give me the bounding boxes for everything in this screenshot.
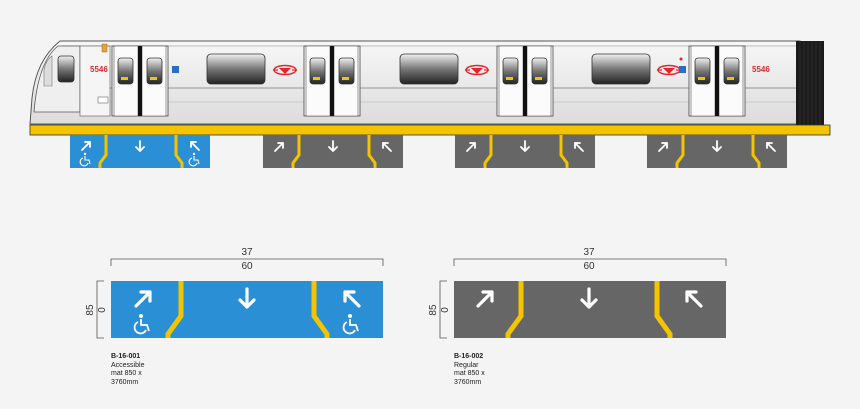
dimension-label-side: 0 [440, 307, 451, 313]
dimension-label-top: 37 [241, 247, 253, 258]
cab-door [79, 45, 111, 117]
mat-code: B-16-001 [111, 353, 141, 360]
dimension-label-top: 60 [583, 261, 595, 272]
platform-mat-small-accessible [70, 135, 210, 168]
mat-caption-line: Accessible [111, 361, 145, 369]
car-number: 5546 [90, 65, 108, 74]
car-number: 5546 [752, 65, 770, 74]
mat-detail-accessible: 37 60 85 0 [85, 247, 384, 339]
dimension-line-width [110, 258, 384, 266]
dimension-label-side: 85 [85, 304, 96, 316]
platform-mat-small-regular [455, 135, 595, 168]
mat-code: B-16-002 [454, 353, 484, 360]
dimension-label-top: 37 [583, 247, 595, 258]
cab-window [57, 55, 75, 83]
mat-caption-line: mat 850 x [111, 370, 142, 377]
wheelchair-icon [679, 66, 686, 73]
door-3 [496, 45, 554, 117]
wheelchair-icon [172, 66, 179, 73]
platform-edge-strip [29, 124, 831, 136]
dimension-label-side: 0 [97, 307, 108, 313]
dimension-line-width [453, 258, 727, 266]
door-4 [688, 45, 746, 117]
dimension-label-side: 85 [428, 304, 439, 316]
mat-caption-line: mat 850 x [454, 370, 485, 377]
subway-car: 5546 5546 [29, 40, 824, 125]
mat-caption-line: Regular [454, 361, 479, 369]
platform-mat-small-regular [647, 135, 787, 168]
car-window-3 [591, 53, 651, 85]
dimension-line-height [439, 280, 447, 339]
door-2 [303, 45, 361, 117]
car-window-2 [399, 53, 459, 85]
mat-detail-regular: 37 60 85 0 [428, 247, 727, 339]
door-1 [111, 45, 169, 117]
platform-mat-small-regular [263, 135, 403, 168]
dimension-line-height [96, 280, 104, 339]
gangway-bellows [796, 41, 824, 125]
mat-caption-line: 3760mm [454, 378, 482, 386]
mat-caption-line: 3760mm [111, 378, 139, 386]
dimension-label-top: 60 [241, 261, 253, 272]
car-window-1 [206, 53, 266, 85]
mat-caption-accessible: B-16-001 Accessible mat 850 x 3760mm [111, 353, 144, 387]
mat-caption-regular: B-16-002 Regular mat 850 x 3760mm [454, 353, 485, 387]
